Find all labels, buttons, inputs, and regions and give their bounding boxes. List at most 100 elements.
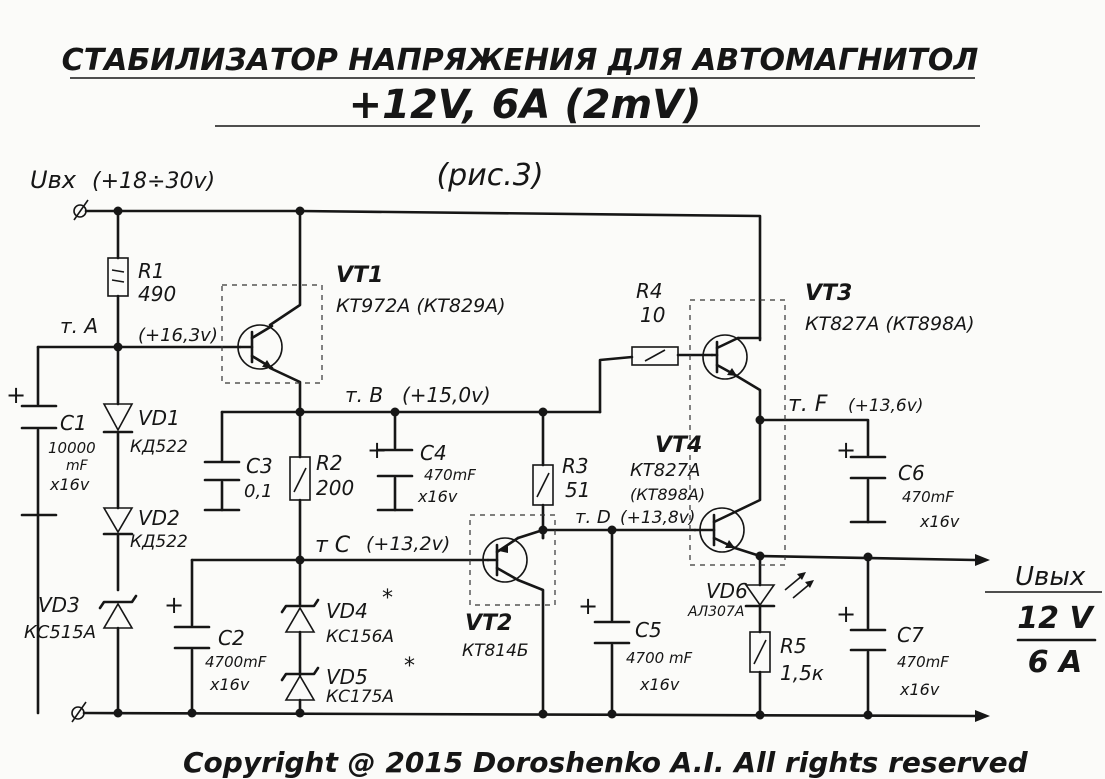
point-d-label: т. D	[575, 507, 611, 528]
ground-arrow	[975, 710, 990, 722]
c7-voltage: x16v	[899, 680, 940, 699]
point-b-label: т. В	[345, 383, 383, 407]
r5-mark	[753, 639, 767, 665]
r5-value: 1,5к	[780, 661, 824, 685]
r3-mark	[536, 472, 550, 498]
c3-symbol	[203, 460, 241, 512]
c2-symbol	[173, 625, 211, 650]
copyright: Copyright @ 2015 Doroshenko A.I. All rig…	[183, 746, 1029, 779]
c5-plus: +	[578, 592, 598, 620]
vt2-box	[469, 514, 556, 606]
vt1-name: VT1	[336, 263, 383, 288]
vt3-name: VT3	[805, 281, 852, 306]
c3-name: C3	[246, 454, 273, 478]
c7-name: C7	[897, 623, 924, 647]
r1-mark2	[111, 279, 125, 283]
vt1-part: КТ972А (КТ829А)	[336, 295, 506, 317]
r4-body	[631, 346, 679, 366]
c4-name: C4	[420, 441, 447, 465]
r2-body	[289, 456, 311, 501]
output-label: Uвых	[1015, 562, 1086, 592]
c5-name: C5	[635, 618, 662, 642]
c1-name: C1	[60, 411, 87, 435]
c1-voltage: x16v	[49, 475, 90, 494]
vd4-name: VD4	[326, 599, 368, 623]
r4-name: R4	[636, 279, 663, 303]
input-terminal-slash	[73, 199, 89, 221]
r1-value: 490	[138, 282, 176, 306]
c1-symbol	[20, 404, 58, 517]
vt4-alt: (КТ898А)	[630, 485, 705, 504]
c6-symbol	[849, 455, 887, 524]
vd1-name: VD1	[138, 406, 180, 430]
title-line1: СТАБИЛИЗАТОР НАПРЯЖЕНИЯ ДЛЯ АВТОМАГНИТОЛ	[62, 43, 979, 78]
point-c-label: т С	[315, 533, 351, 558]
point-a-label: т. А	[60, 314, 98, 338]
point-c-voltage: (+13,2v)	[366, 533, 450, 555]
vd2-name: VD2	[138, 506, 180, 530]
c1-plus: +	[6, 381, 26, 409]
junction-dots	[113, 206, 873, 720]
c4-symbol	[376, 448, 414, 512]
c5-value: 4700 mF	[626, 649, 693, 667]
c1-unit: mF	[66, 458, 89, 474]
vd4-symbol	[280, 598, 320, 633]
vt3-part: КТ827А (КТ898А)	[805, 313, 975, 335]
c2-name: C2	[218, 626, 245, 650]
r1-name: R1	[138, 259, 165, 283]
vd6-symbol	[744, 572, 814, 608]
output-voltage: 12 V	[1017, 601, 1095, 636]
vt1-symbol	[237, 324, 283, 370]
vt1-box	[221, 284, 323, 384]
c3-value: 0,1	[244, 481, 273, 502]
r2-value: 200	[316, 476, 354, 500]
vt4-symbol	[693, 507, 745, 553]
vt4-name: VT4	[655, 433, 702, 458]
c6-value: 470mF	[902, 488, 954, 506]
point-a-voltage: (+16,3v)	[138, 325, 218, 346]
vd3-part: КС515А	[24, 622, 96, 643]
c5-symbol	[593, 620, 631, 645]
r3-name: R3	[562, 454, 589, 478]
vd1-symbol	[102, 403, 134, 434]
c2-value: 4700mF	[205, 653, 267, 671]
r5-body	[749, 631, 771, 673]
vd4-mark: *	[382, 586, 393, 611]
c4-value: 470mF	[424, 466, 476, 484]
c4-plus: +	[367, 436, 387, 464]
c1-value: 10000	[48, 439, 96, 457]
point-b-voltage: (+15,0v)	[402, 383, 491, 407]
c5-voltage: x16v	[639, 675, 680, 694]
vd2-symbol	[102, 507, 134, 536]
r3-body	[532, 464, 554, 506]
c7-value: 470mF	[897, 653, 949, 671]
vd6-part: АЛ307А	[687, 604, 744, 620]
r4-mark	[644, 349, 666, 362]
point-f-label: т. F	[788, 392, 828, 417]
c6-voltage: x16v	[919, 512, 960, 531]
r2-mark	[293, 467, 307, 493]
vd1-part: КД522	[130, 437, 188, 457]
input-range: (+18÷30v)	[92, 169, 215, 194]
vd5-part: КС175А	[326, 687, 394, 707]
point-d-voltage: (+13,8v)	[620, 508, 695, 528]
output-arrow	[975, 554, 990, 566]
vd3-symbol	[98, 594, 138, 629]
vd3-name: VD3	[38, 593, 80, 617]
c6-name: C6	[898, 461, 925, 485]
c4-voltage: x16v	[417, 487, 458, 506]
point-f-voltage: (+13,6v)	[848, 396, 923, 416]
r3-value: 51	[565, 478, 590, 502]
ground-terminal-slash	[71, 701, 87, 723]
output-current: 6 A	[1028, 645, 1083, 680]
vd6-name: VD6	[706, 579, 748, 603]
vt2-symbol	[482, 536, 528, 583]
c7-symbol	[849, 628, 887, 652]
input-label: Uвх	[30, 166, 77, 194]
vd4-part: КС156А	[326, 627, 394, 647]
wires	[36, 209, 977, 718]
r1-body	[107, 257, 129, 297]
vt2-part: КТ814Б	[462, 641, 529, 661]
vd2-part: КД522	[130, 532, 188, 552]
